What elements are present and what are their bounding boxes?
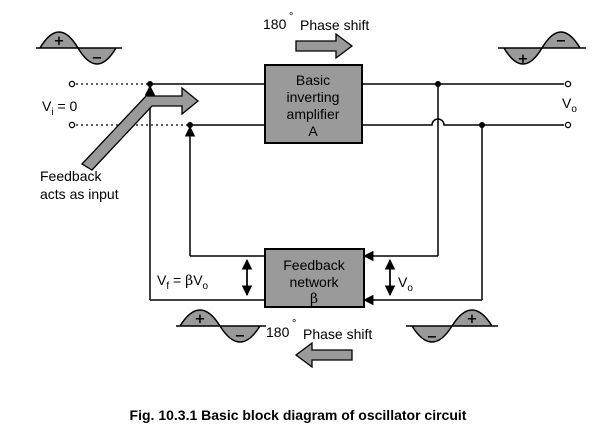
output-terminal-bottom [564, 121, 572, 129]
svg-text:Phase shift: Phase shift [303, 326, 372, 342]
wave-minus-sign: − [427, 330, 438, 345]
wave-plus-sign: + [518, 52, 529, 67]
feedback-note-line1: Feedback [40, 168, 102, 184]
feedback-note-line2: acts as input [40, 186, 119, 202]
top-phase-shift-label: 180 ° Phase shift [263, 11, 369, 33]
input-terminal-bottom [68, 121, 76, 129]
feedback-network-block: Feedback network β [264, 248, 365, 308]
wave-minus-sign: − [235, 329, 246, 344]
wave-plus-sign: + [54, 34, 65, 49]
input-terminal-top [68, 80, 76, 88]
svg-text:A: A [308, 123, 318, 139]
svg-text:inverting: inverting [287, 89, 340, 105]
svg-text:180: 180 [266, 324, 290, 340]
top-phase-arrow-icon [295, 32, 354, 60]
svg-text:Phase shift: Phase shift [300, 17, 369, 33]
feedback-input-waveform-icon: + − [176, 309, 266, 344]
input-waveform-icon: + − [36, 31, 122, 66]
svg-text:β: β [310, 291, 318, 307]
output-terminal-top [564, 80, 572, 88]
feedback-output-waveform-icon: − + [406, 309, 498, 345]
svg-text:network: network [289, 274, 339, 290]
svg-text:Basic: Basic [296, 72, 330, 88]
svg-text:Feedback: Feedback [283, 257, 345, 273]
feedback-acts-as-input-arrow-icon [80, 86, 200, 171]
amplifier-block: Basic inverting amplifier A [264, 64, 363, 144]
wave-minus-sign: − [92, 51, 103, 66]
figure-caption: Fig. 10.3.1 Basic block diagram of oscil… [130, 407, 467, 423]
output-waveform-icon: + − [498, 31, 586, 67]
vo-feedback-label: Vo [398, 274, 413, 294]
svg-text:°: ° [289, 11, 293, 23]
bottom-phase-shift-label: 180 ° Phase shift [266, 318, 372, 342]
svg-text:180: 180 [263, 16, 287, 32]
vo-output-label: Vo [562, 95, 577, 115]
wave-minus-sign: − [556, 34, 567, 49]
vi-label: Vi = 0 [42, 98, 78, 118]
wave-plus-sign: + [195, 312, 206, 327]
wave-plus-sign: + [467, 312, 478, 327]
svg-text:amplifier: amplifier [287, 106, 340, 122]
vf-label: Vf = βVo [157, 272, 209, 292]
bottom-phase-arrow-icon [294, 341, 353, 369]
svg-text:°: ° [292, 318, 296, 330]
